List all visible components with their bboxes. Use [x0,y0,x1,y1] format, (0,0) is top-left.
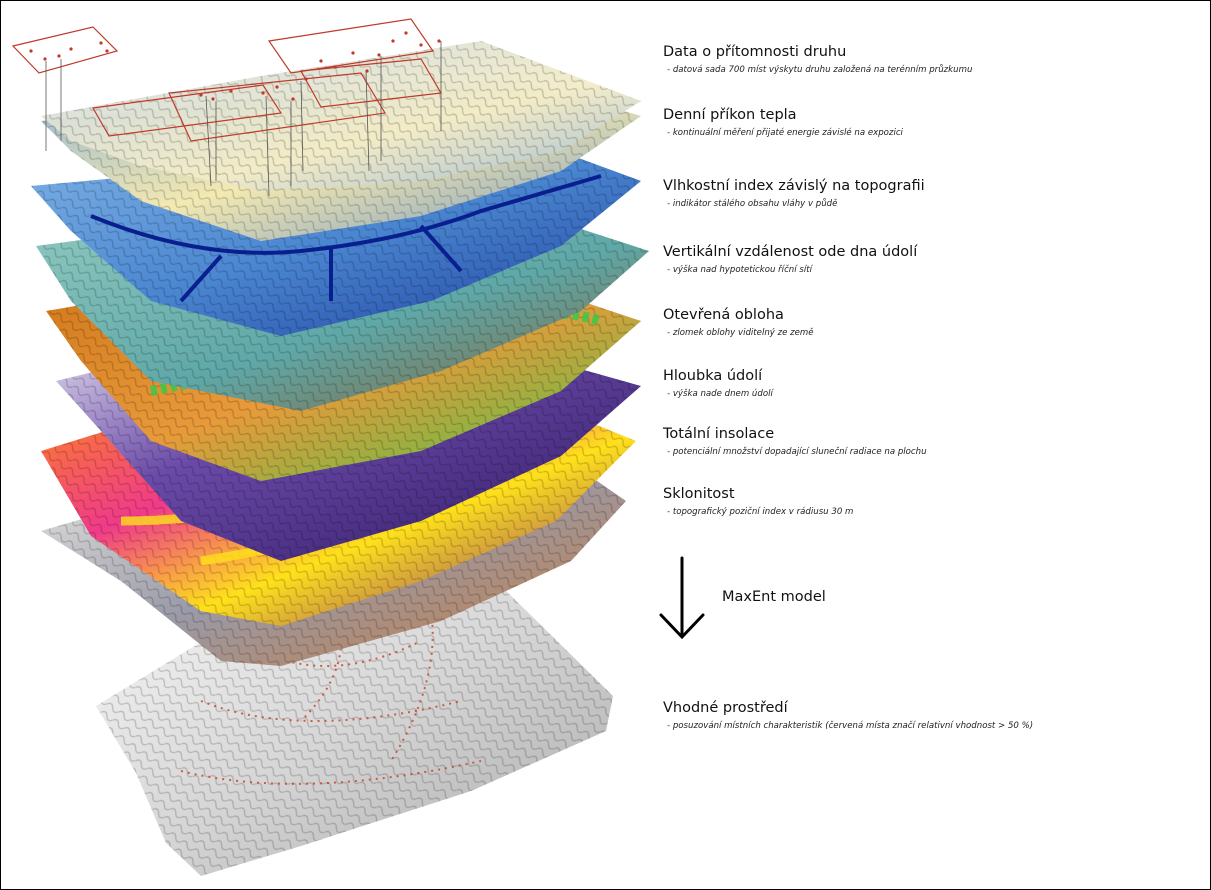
result-label-suitability: Vhodné prostředí - posuzování místních c… [663,699,1033,732]
result-subtitle: - posuzování místních charakteristik (če… [667,720,1033,732]
layer-subtitle: - zlomek oblohy viditelný ze země [667,327,814,339]
layer-subtitle: - topografický poziční index v rádiusu 3… [667,506,853,518]
layer-subtitle: - kontinuální měření přijaté energie záv… [667,127,903,139]
layer-subtitle: - potenciální množství dopadající sluneč… [667,446,927,458]
layer-subtitle: - indikátor stálého obsahu vláhy v půdě [667,198,925,210]
layer-title: Data o přítomnosti druhu [663,43,972,61]
layer-title: Otevřená obloha [663,306,814,324]
maxent-model-label: MaxEnt model [722,589,826,605]
layer-title: Denní příkon tepla [663,106,903,124]
layer-label-slope: Sklonitost - topografický poziční index … [663,485,853,518]
layer-label-vertical-distance: Vertikální vzdálenost ode dna údolí - vý… [663,243,917,276]
layer-title: Sklonitost [663,485,853,503]
layer-subtitle: - výška nad hypotetickou říční sítí [667,264,917,276]
layer-label-sky-view: Otevřená obloha - zlomek oblohy viditeln… [663,306,814,339]
layer-subtitle: - výška nade dnem údolí [667,388,773,400]
layer-label-heat-load: Denní příkon tepla - kontinuální měření … [663,106,903,139]
layer-title: Vertikální vzdálenost ode dna údolí [663,243,917,261]
layer-title: Hloubka údolí [663,367,773,385]
layer-title: Vlhkostní index závislý na topografii [663,177,925,195]
layer-label-wetness-index: Vlhkostní index závislý na topografii - … [663,177,925,210]
layer-label-presence: Data o přítomnosti druhu - datová sada 7… [663,43,972,76]
down-arrow-icon [661,558,703,637]
layer-subtitle: - datová sada 700 míst výskytu druhu zal… [667,64,972,76]
layer-label-insolation: Totální insolace - potenciální množství … [663,425,927,458]
result-title: Vhodné prostředí [663,699,1033,717]
layer-title: Totální insolace [663,425,927,443]
layer-label-valley-depth: Hloubka údolí - výška nade dnem údolí [663,367,773,400]
